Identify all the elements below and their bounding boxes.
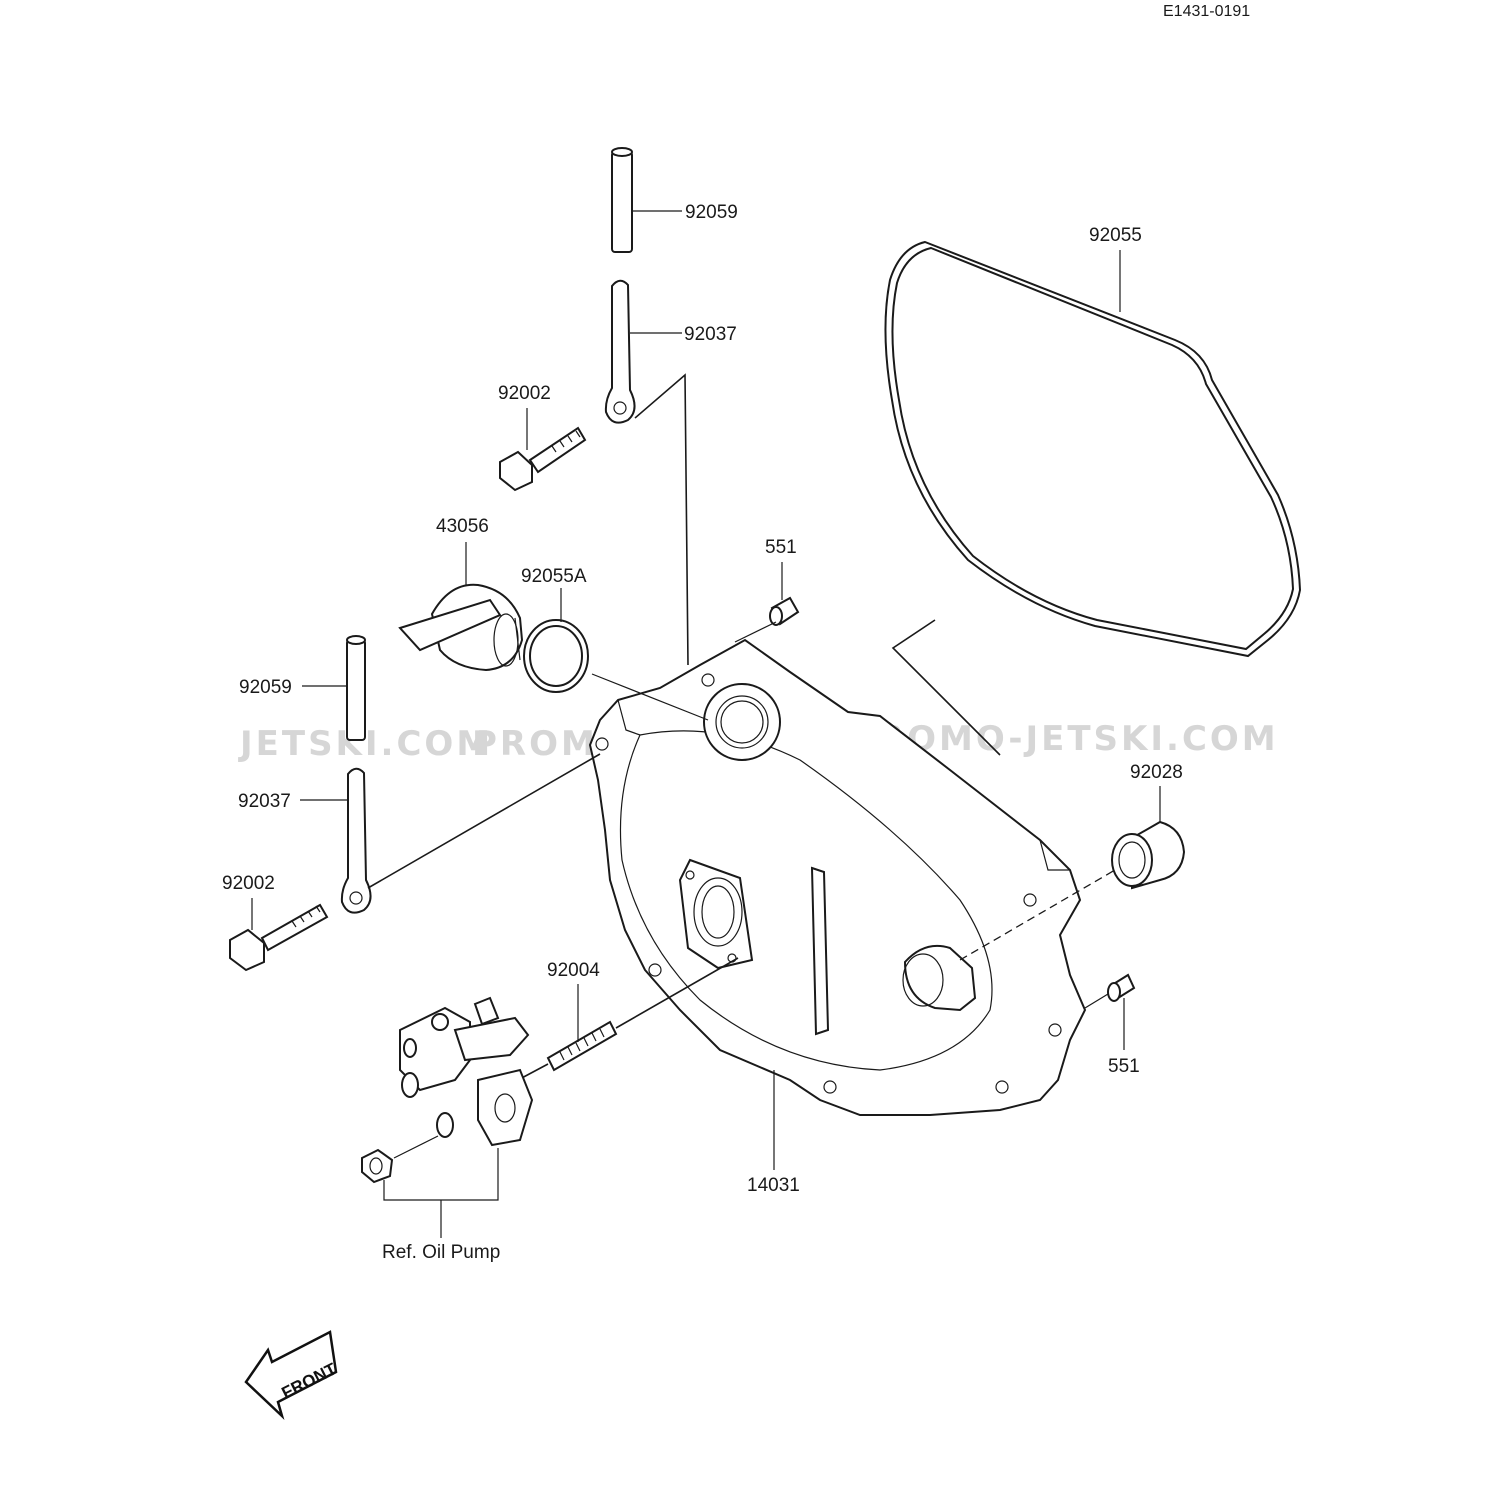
part-labels: 92059 92037 92002 92055 43056 92055A 551…	[222, 202, 1183, 1263]
oring-drawing	[523, 619, 589, 693]
label-dowel-right: 551	[1108, 1056, 1140, 1077]
label-dowel-top: 551	[765, 537, 797, 558]
gasket-drawing	[884, 240, 1302, 658]
label-bolt-left: 92002	[222, 873, 275, 894]
bolt-left-drawing	[229, 903, 329, 972]
label-pin-left: 92059	[239, 677, 292, 698]
clamp-top-drawing	[604, 279, 636, 424]
pin-top-drawing	[611, 147, 633, 253]
label-gasket: 92055	[1089, 225, 1142, 246]
label-oring: 92055A	[521, 566, 587, 587]
cap-drawing	[398, 583, 524, 672]
nut-drawing	[361, 1148, 394, 1184]
stud-drawing	[546, 1020, 618, 1072]
front-arrow-icon: FRONT	[244, 1330, 340, 1421]
bolt-top-drawing	[499, 426, 587, 492]
label-oil-pump-ref: Ref. Oil Pump	[382, 1242, 500, 1263]
dowel-right-drawing	[1107, 973, 1136, 1002]
label-bushing: 92028	[1130, 762, 1183, 783]
label-pin-top: 92059	[685, 202, 738, 223]
document-code: E1431-0191	[1163, 3, 1250, 20]
label-clamp-top: 92037	[684, 324, 737, 345]
label-clamp-left: 92037	[238, 791, 291, 812]
bushing-drawing	[1111, 820, 1186, 890]
label-cap: 43056	[436, 516, 489, 537]
label-bolt-top: 92002	[498, 383, 551, 404]
pin-left-drawing	[346, 635, 366, 741]
oil-pump-drawing	[399, 996, 534, 1147]
label-stud: 92004	[547, 960, 600, 981]
label-cover: 14031	[747, 1175, 800, 1196]
cover-drawing	[588, 638, 1087, 1116]
clamp-left-drawing	[340, 767, 372, 914]
dowel-top-drawing	[769, 596, 800, 626]
